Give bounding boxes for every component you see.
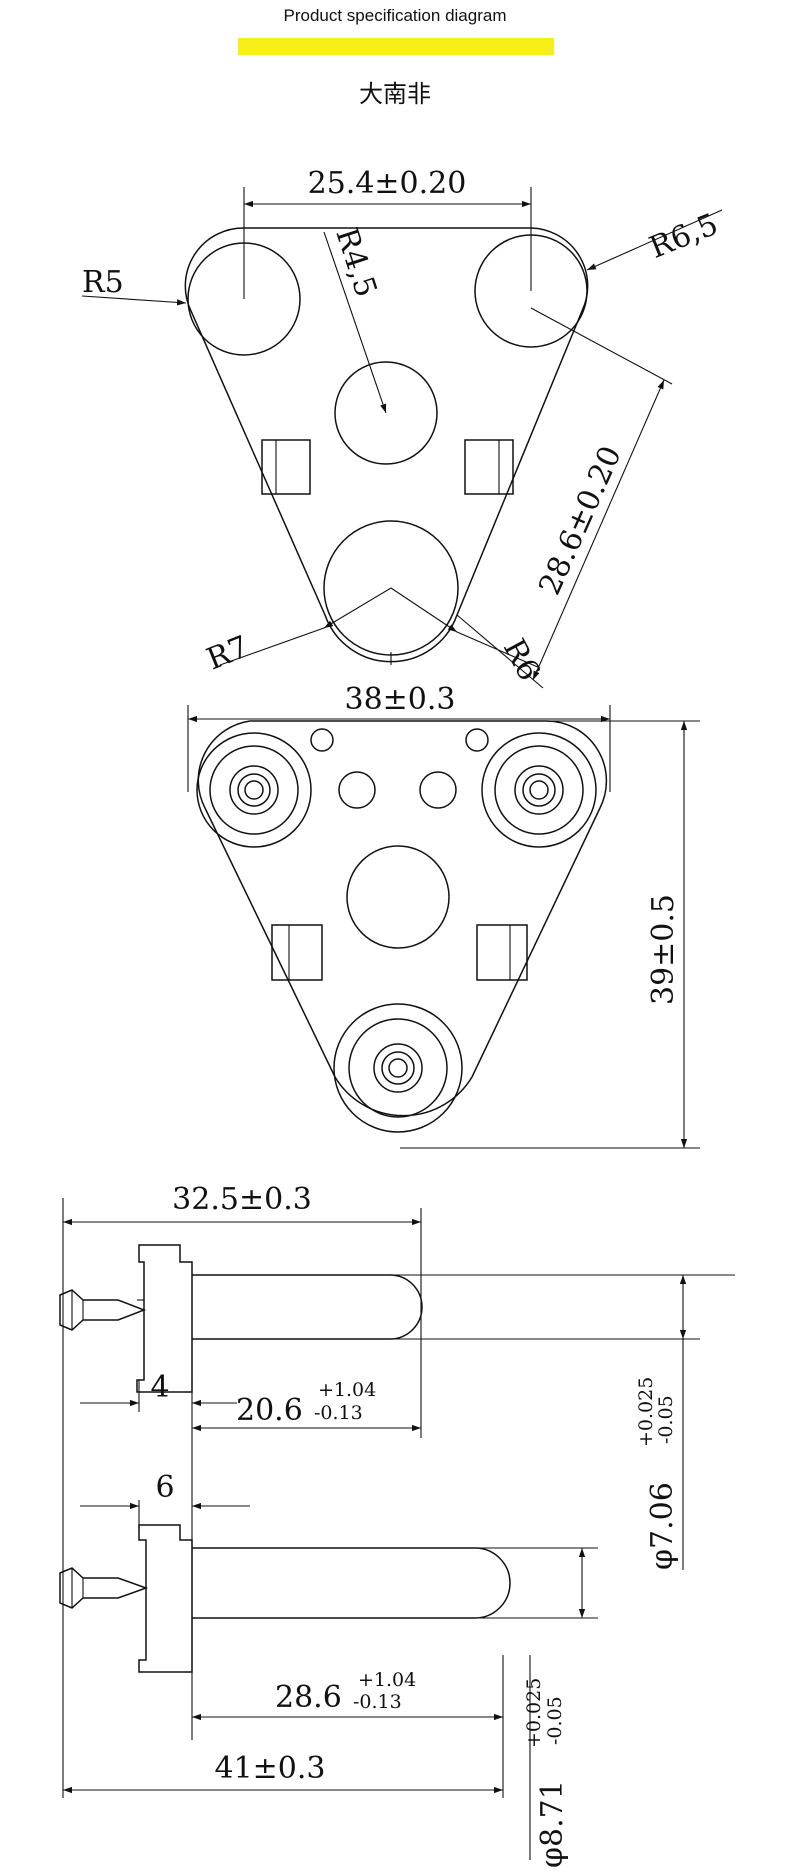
pin2-tol-lower: -0.13: [353, 1691, 402, 1713]
pin2-base: 28.6: [275, 1680, 342, 1715]
side-pin1-dim: 20.6: [236, 1393, 303, 1428]
top-view: 25.4±0.20 R5 R4,5 R6,5 28.6±0.20 R7 R6: [81, 166, 723, 689]
pin1-tol-upper: +1.04: [318, 1379, 376, 1401]
top-view-slot-left: [261, 439, 311, 495]
top-diag-dim: 28.6±0.20: [532, 441, 629, 600]
radius-label-r6: R6: [496, 633, 546, 686]
diam2-tol-lower: -0.05: [544, 1696, 566, 1745]
pin1-tol-lower: -0.13: [314, 1402, 363, 1424]
terminal-bottom: [333, 1003, 463, 1133]
radius-label-r7: R7: [202, 629, 254, 677]
radius-label-r5: R5: [82, 265, 124, 300]
bottom-height-dim: 39±0.5: [646, 894, 681, 1005]
side-bottom-length-dim: 41±0.3: [214, 1751, 325, 1786]
diam1-tol-lower: -0.05: [655, 1395, 677, 1444]
side-top-length-dim: 32.5±0.3: [172, 1182, 312, 1217]
diam1-tol-upper: +0.025: [635, 1377, 657, 1447]
radius-label-r45: R4,5: [328, 224, 383, 302]
pin-upper: [59, 1244, 423, 1393]
radius-label-r65: R6,5: [645, 207, 723, 266]
pin1-base: 20.6: [236, 1393, 303, 1428]
side-view: 32.5±0.3 4 20.6 +1.04 -0.13 6 φ7.06 +0.0…: [59, 1182, 735, 1868]
bottom-slot-right: [476, 924, 528, 981]
bottom-view: 38±0.3 39±0.5: [187, 682, 700, 1149]
diam2-base: φ8.71: [535, 1780, 570, 1868]
bottom-hole-mid-left: [338, 771, 376, 809]
top-view-outline: [184, 227, 589, 663]
terminal-right: [481, 732, 597, 848]
bottom-slot-left: [271, 924, 323, 981]
bottom-view-outline: [197, 720, 608, 1117]
page-title: Product specification diagram: [283, 6, 507, 25]
pin2-tol-upper: +1.04: [358, 1669, 416, 1691]
pin-lower: [59, 1524, 511, 1673]
top-view-hole-center: [334, 361, 438, 465]
bottom-hole-small-right: [465, 728, 489, 752]
title-highlight-bar: [238, 38, 554, 55]
bottom-width-dim: 38±0.3: [344, 682, 455, 717]
bottom-hole-mid-right: [419, 771, 457, 809]
top-view-slot-right: [464, 439, 514, 495]
diam2-tol-upper: +0.025: [523, 1678, 545, 1748]
top-width-dim: 25.4±0.20: [308, 166, 467, 201]
page-subtitle: 大南非: [359, 80, 431, 108]
bottom-hole-center: [346, 845, 450, 949]
side-dim-6: 6: [155, 1470, 174, 1505]
diam1-base: φ7.06: [645, 1482, 680, 1570]
terminal-left: [196, 732, 312, 848]
side-dim-4: 4: [150, 1370, 169, 1405]
bottom-hole-small-left: [310, 728, 334, 752]
